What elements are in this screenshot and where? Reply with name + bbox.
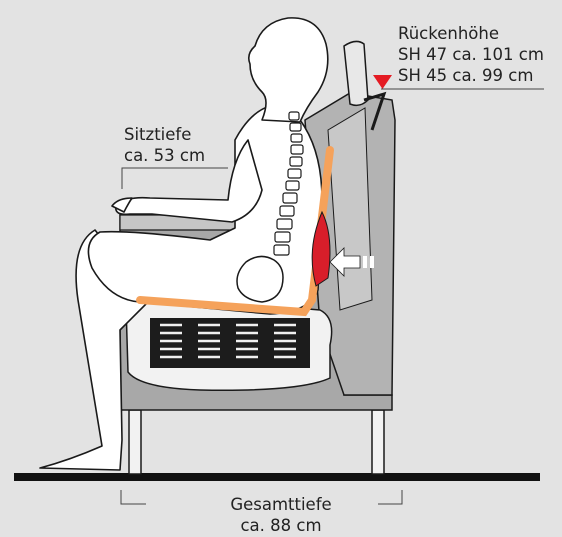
total-depth-title: Gesamttiefe — [0, 494, 562, 515]
seat-depth-value: ca. 53 cm — [124, 145, 205, 166]
triangle-down-icon — [373, 75, 392, 89]
backrest-height-sh45: SH 45 ca. 99 cm — [398, 65, 544, 86]
pelvis — [237, 256, 283, 302]
total-depth-label: Gesamttiefe ca. 88 cm — [0, 494, 562, 536]
backrest-height-label: Rückenhöhe SH 47 ca. 101 cm SH 45 ca. 99… — [398, 23, 544, 86]
seat-depth-title: Sitztiefe — [124, 124, 205, 145]
seat-depth-label: Sitztiefe ca. 53 cm — [124, 124, 205, 166]
seat-depth-leader — [122, 168, 228, 189]
backrest-height-sh47: SH 47 ca. 101 cm — [398, 44, 544, 65]
front-leg — [129, 410, 141, 474]
floor-bar — [14, 473, 540, 481]
rear-leg — [372, 410, 384, 474]
total-depth-value: ca. 88 cm — [0, 515, 562, 536]
backrest-height-title: Rückenhöhe — [398, 23, 544, 44]
